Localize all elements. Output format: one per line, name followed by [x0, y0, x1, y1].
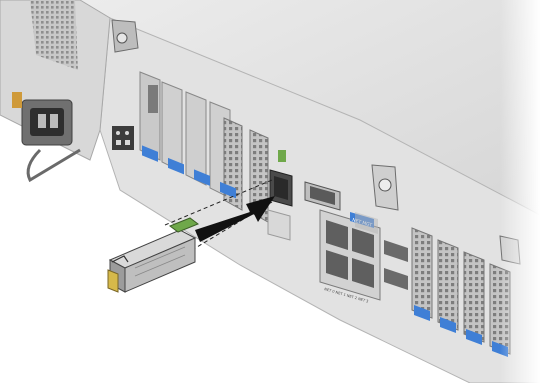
latch-icon-2: [371, 164, 399, 211]
arrow-right-icon: [195, 196, 275, 242]
usb-ports: [384, 240, 408, 290]
power-inlet-icon: [12, 92, 81, 183]
vga-port: [304, 181, 341, 211]
sfp-module-icon: [107, 217, 200, 293]
psu-vent: [30, 0, 78, 70]
latch-icon: [111, 19, 139, 53]
chassis-top: [80, 0, 540, 215]
pcie-labels-left: [142, 145, 236, 199]
status-icons-panel: [112, 126, 134, 150]
pcie-slots-left: [139, 71, 269, 223]
edge-fade: [500, 0, 540, 383]
network-ports-block: NET MGT NET 0 NET 1 NET 2 NET 3: [319, 209, 381, 304]
sfp-target-port: [267, 150, 293, 241]
